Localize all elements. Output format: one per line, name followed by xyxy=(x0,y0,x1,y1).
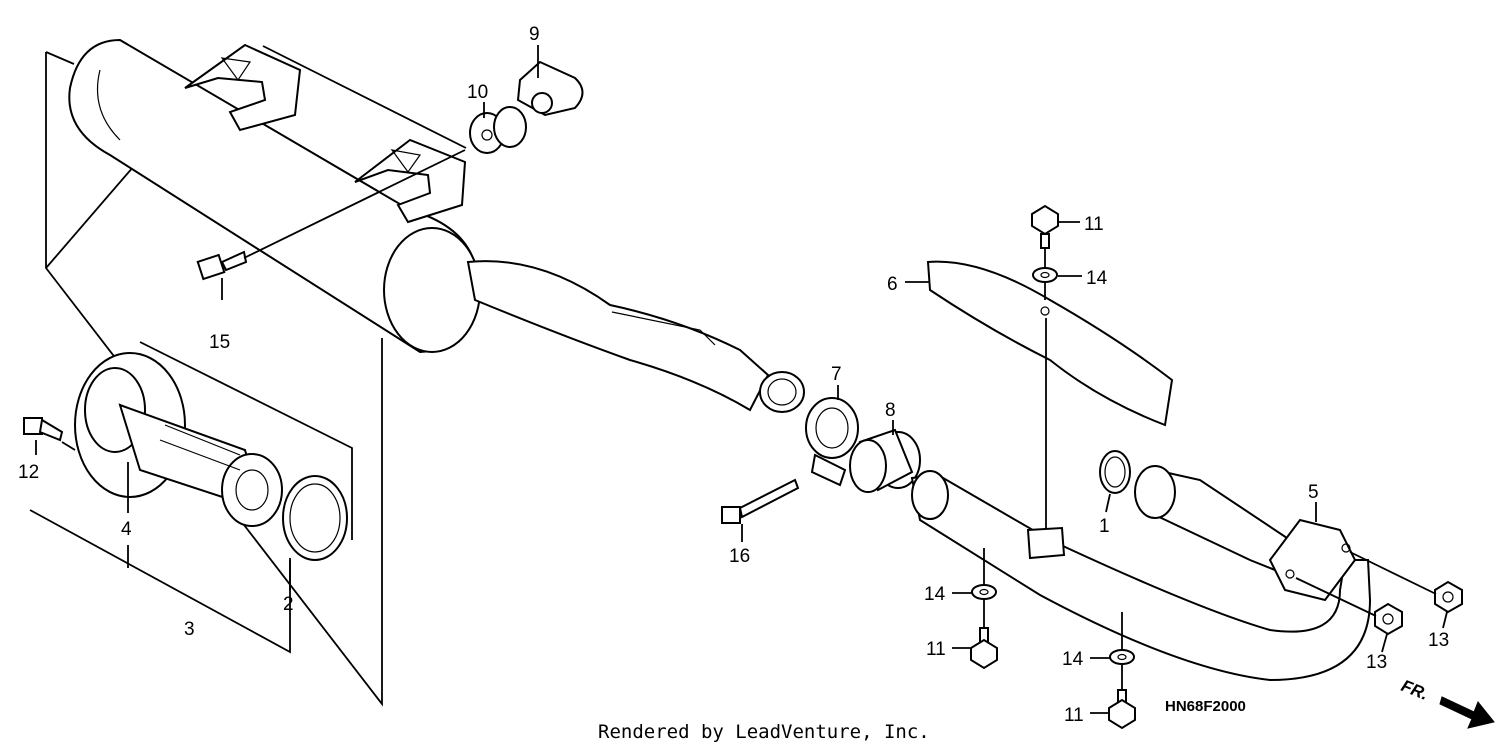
callout-13-left: 13 xyxy=(1366,652,1387,673)
callout-12: 12 xyxy=(18,462,39,483)
render-credit: Rendered by LeadVenture, Inc. xyxy=(598,721,930,743)
callout-15: 15 xyxy=(209,332,230,353)
callout-leaders xyxy=(35,45,1448,653)
muffler-tailpipe[interactable] xyxy=(466,260,805,413)
leader-13a xyxy=(1349,551,1437,595)
clamp-part-7[interactable] xyxy=(805,397,859,487)
diagram-code: HN68F2000 xyxy=(1165,698,1246,715)
callout-5: 5 xyxy=(1308,482,1319,503)
leader-lower-center-labels xyxy=(1090,657,1110,714)
joint-pipe-part-8[interactable] xyxy=(849,428,921,493)
leader-13b xyxy=(1295,577,1377,617)
nut-part-13-b[interactable] xyxy=(1374,602,1403,636)
washer-part-14-lower-center[interactable] xyxy=(1109,649,1135,665)
callout-7: 7 xyxy=(831,364,842,385)
bolt-part-11-top[interactable] xyxy=(1031,204,1059,249)
callout-10: 10 xyxy=(467,82,488,103)
heat-protector-part-6[interactable] xyxy=(926,260,1174,427)
callout-3: 3 xyxy=(184,619,195,640)
bolt-part-15[interactable] xyxy=(196,250,248,281)
spark-arrester-frame xyxy=(29,341,353,654)
arrow-right-down-icon xyxy=(1439,696,1495,729)
callout-6: 6 xyxy=(887,274,898,295)
callout-11-lower-center: 11 xyxy=(1064,705,1084,726)
washer-part-14-lower-left[interactable] xyxy=(971,584,997,600)
callout-16: 16 xyxy=(729,546,750,567)
leader-top-labels xyxy=(1058,221,1082,277)
muffler[interactable] xyxy=(68,38,481,354)
callout-13-right: 13 xyxy=(1428,630,1449,651)
bolt-part-16[interactable] xyxy=(721,478,800,524)
bolt-part-12[interactable] xyxy=(23,417,64,442)
callout-14-lower-left: 14 xyxy=(924,584,946,605)
bolt-part-11-lower-left[interactable] xyxy=(970,627,998,670)
bolt-part-11-lower-center[interactable] xyxy=(1108,689,1136,730)
callout-9: 9 xyxy=(529,24,540,45)
washer-part-14-top[interactable] xyxy=(1032,267,1058,283)
callout-8: 8 xyxy=(885,400,896,421)
spark-arrester-part-4[interactable] xyxy=(74,352,283,527)
front-label: FR. xyxy=(1399,676,1432,704)
gasket-part-2[interactable] xyxy=(282,475,348,561)
front-indicator: FR. xyxy=(1399,676,1495,729)
collar-part-9[interactable] xyxy=(516,60,584,117)
nut-part-13-a[interactable] xyxy=(1434,580,1463,614)
callout-11-top: 11 xyxy=(1084,214,1104,235)
callout-11-lower-left: 11 xyxy=(926,639,946,660)
callout-14-top: 14 xyxy=(1086,268,1108,289)
callout-labels: 9 10 15 12 4 3 2 7 8 16 6 11 14 1 5 14 1… xyxy=(18,24,1449,726)
callout-4: 4 xyxy=(121,519,132,540)
callout-2: 2 xyxy=(283,594,294,615)
callout-1: 1 xyxy=(1099,516,1110,537)
grommet-part-10[interactable] xyxy=(469,106,527,154)
gasket-part-1[interactable] xyxy=(1099,450,1131,494)
callout-14-lower-center: 14 xyxy=(1062,649,1084,670)
leader-lower-left-labels xyxy=(952,592,972,649)
leader-15 xyxy=(243,149,466,259)
